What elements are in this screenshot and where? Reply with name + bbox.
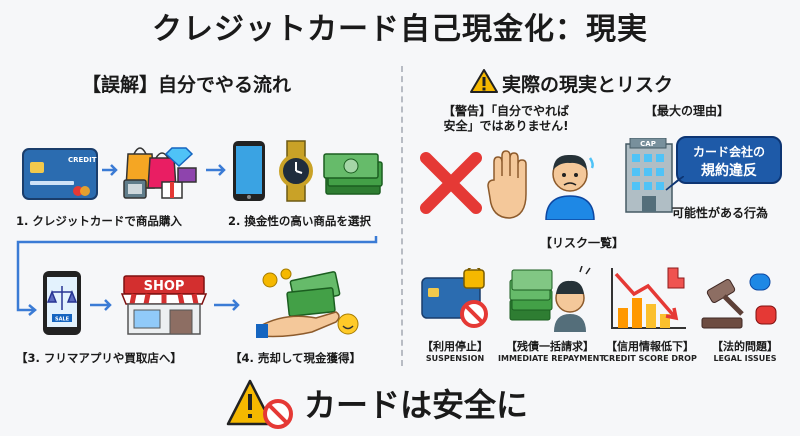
money-in-hand-icon (256, 268, 366, 342)
reason-caption: 可能性がある行為 (672, 206, 769, 220)
step-1-label: 1. クレジットカードで商品購入 (16, 214, 182, 228)
arrow-right-icon (204, 160, 228, 180)
arrow-right-icon (100, 160, 120, 180)
step-2-label: 2. 換金性の高い商品を選択 (228, 214, 371, 228)
risk-repayment: 【残債一括請求】 IMMEDIATE REPAYMENT (498, 340, 605, 363)
office-building-icon: CAP (620, 138, 680, 214)
risk-suspension: 【利用停止】 SUSPENSION (422, 340, 488, 363)
smartphone-icon (232, 140, 266, 202)
risk-credit-score: 【信用情報低下】 CREDIT SCORE DROP (603, 340, 697, 363)
debt-stress-icon (508, 266, 594, 332)
left-section-heading: 【誤解】自分でやる流れ (82, 74, 292, 96)
warning-icon (470, 68, 498, 94)
arrow-right-icon (88, 295, 114, 315)
stop-hand-icon (486, 150, 534, 220)
wristwatch-icon (276, 140, 316, 202)
bubble-tail-icon (664, 176, 684, 192)
worried-person-icon (540, 146, 600, 220)
terms-violation-bubble: カード会社の 規約違反 (676, 136, 782, 184)
gavel-siren-icon (698, 266, 780, 332)
cross-mark-icon (418, 150, 484, 216)
locked-card-icon (420, 268, 496, 330)
sale-tag-label: SALE (55, 317, 70, 323)
card-label: CREDIT (68, 156, 97, 164)
right-section-heading: 実際の現実とリスク (502, 74, 674, 96)
footer-warning-icon (226, 378, 296, 430)
risk-legal: 【法的問題】 LEGAL ISSUES (712, 340, 778, 363)
pawn-shop-icon: SHOP (118, 272, 210, 336)
credit-card-icon: CREDIT (22, 148, 98, 200)
building-sign-label: CAP (640, 140, 656, 148)
shop-sign-label: SHOP (144, 279, 185, 294)
shopping-goods-icon (122, 140, 200, 202)
flow-connector-icon (10, 230, 390, 325)
warning-text: 【警告】「自分でやれば 安全」ではありません! (442, 104, 569, 133)
arrow-right-icon (212, 295, 242, 315)
money-stack-icon (322, 148, 384, 198)
risk-list-heading: 【リスク一覧】 (540, 236, 625, 250)
step-4-label: 【4. 売却して現金獲得】 (230, 351, 362, 365)
page-title: クレジットカード自己現金化：現実 (152, 12, 648, 47)
flea-market-app-icon: SALE (42, 270, 82, 336)
reason-heading: 【最大の理由】 (645, 104, 730, 118)
step-3-label: 【3. フリマアプリや買取店へ】 (16, 351, 182, 365)
credit-score-drop-icon (608, 264, 690, 332)
footer-message: カードは安全に (304, 386, 529, 424)
section-divider (401, 66, 403, 366)
